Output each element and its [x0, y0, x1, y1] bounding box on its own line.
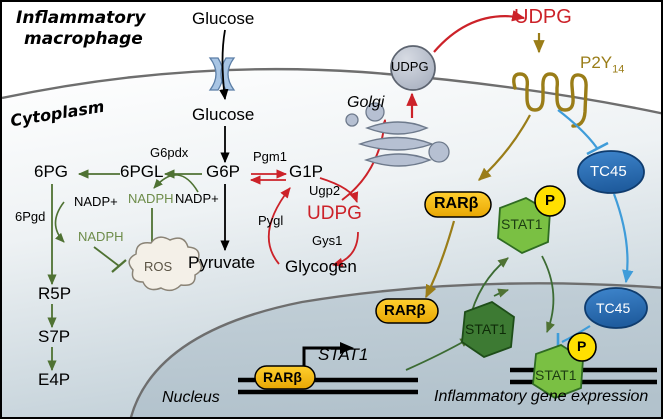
udpg-vesicle [390, 45, 436, 91]
rarb-nuclear-label: RARβ [384, 302, 426, 319]
rarb-nuclear-free [375, 298, 439, 324]
arrow-g1p-to-udpg [319, 177, 359, 204]
arrow-glucose-uptake [219, 29, 229, 101]
metabolite-6pgl: 6PGL [120, 162, 164, 181]
stat1-dna-label: STAT1 [535, 367, 577, 383]
enzyme-ugp2: Ugp2 [309, 183, 341, 198]
metabolite-e4p: E4P [38, 370, 71, 389]
metabolite-ros: ROS [144, 259, 173, 274]
metabolite-pyruvate: Pyruvate [188, 253, 256, 272]
rarb-dna-label: RARβ [263, 369, 302, 385]
metabolite-udpg-vesicle: UDPG [391, 59, 429, 74]
tc45-nuclear-label: TC45 [596, 300, 631, 316]
rarb-dna-bound [254, 365, 316, 390]
tc45-cytoplasmic [577, 150, 645, 194]
inhibition-receptor-tc45 [557, 109, 609, 156]
arrow-udpg-to-glycogen [331, 231, 359, 267]
enzyme-pgm1: Pgm1 [253, 149, 287, 164]
metabolite-6pg: 6PG [34, 162, 69, 181]
enzyme-g6pdx: G6pdx [150, 145, 189, 160]
arrow-stat1-to-dna [541, 255, 555, 334]
golgi-apparatus-icon [345, 102, 450, 167]
metabolite-s7p: S7P [38, 327, 71, 346]
arrow-g6pdx-cofactor [153, 174, 199, 193]
cofactor-nadph-left: NADPH [78, 229, 124, 244]
cofactor-nadph-center: NADPH [128, 191, 174, 206]
rarb-cytoplasmic-label: RARβ [434, 195, 479, 212]
arrow-rarb-to-nucleus [425, 220, 456, 299]
enzyme-6pgd: 6Pgd [15, 209, 46, 224]
receptor-label-main: P2Y [580, 53, 613, 72]
arrow-vesicle-to-extracellular-udpg [433, 10, 526, 53]
tc45-cytoplasmic-label: TC45 [590, 163, 627, 180]
metabolite-udpg-cytoplasmic: UDPG [307, 203, 362, 224]
receptor-label: P2Y14 [580, 54, 624, 75]
metabolite-glucose-extracellular: Glucose [192, 9, 255, 28]
cell-type-label-line1: Inflammatory [16, 8, 146, 28]
gene-name-stat1: STAT1 [318, 345, 369, 364]
metabolite-glucose-cytoplasmic: Glucose [192, 105, 255, 124]
plasma-membrane [2, 67, 661, 115]
arrow-stat1-translocation [493, 288, 510, 298]
phosphate-label-dna: P [577, 338, 587, 354]
metabolite-g1p: G1P [289, 162, 324, 181]
inflammatory-gene-expression-label: Inflammatory gene expression [434, 388, 649, 405]
phosphate-label-cyto: P [545, 192, 556, 209]
tc45-nuclear [584, 287, 648, 329]
arrow-6pgd-cofactor [54, 201, 65, 243]
stat1-phospho-cytoplasmic [497, 185, 566, 255]
golgi-label: Golgi [347, 94, 385, 111]
arrow-receptor-to-rarb [478, 114, 531, 181]
enzyme-pygl: Pygl [258, 213, 284, 228]
inhibition-nadph-ros-left [93, 246, 127, 273]
nucleus-label: Nucleus [162, 389, 220, 406]
arrow-tc45-to-nucleus [612, 193, 634, 284]
arrow-glycogen-to-g1p [267, 187, 291, 265]
stat1-nuclear-dark [461, 300, 515, 359]
rarb-cytoplasmic [424, 191, 492, 218]
receptor-label-subscript: 14 [612, 63, 625, 76]
stat1-phospho-cyto-label: STAT1 [501, 216, 543, 232]
metabolite-udpg-extracellular: UDPG [514, 6, 572, 28]
stat1-phospho-dna-bound [532, 332, 597, 400]
cell-type-label-line2: macrophage [24, 29, 143, 49]
metabolite-r5p: R5P [38, 284, 72, 303]
cofactor-nadp-plus-center: NADP+ [175, 191, 219, 206]
metabolite-g6p: G6P [206, 162, 241, 181]
p2y14-receptor-icon [512, 72, 588, 128]
ros-cloud-icon [128, 236, 203, 292]
stat1-nuclear-dark-label: STAT1 [465, 321, 507, 337]
cofactor-nadp-plus-left: NADP+ [74, 194, 118, 209]
metabolite-glycogen: Glycogen [285, 257, 357, 276]
enzyme-gys1: Gys1 [312, 233, 343, 248]
